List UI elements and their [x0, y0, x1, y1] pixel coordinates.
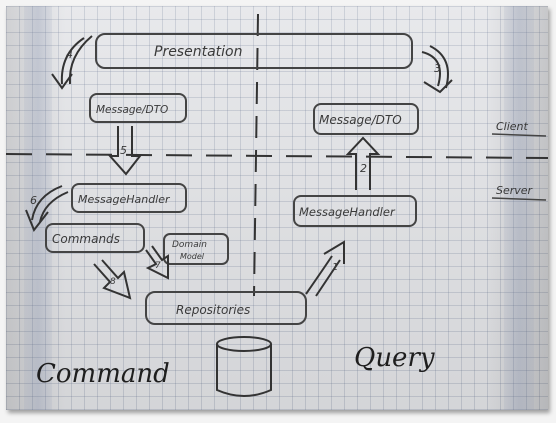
client-underline	[491, 133, 547, 137]
step-2-arrow	[345, 136, 381, 190]
step-8-arrow	[93, 259, 132, 300]
sketch-diagram: Presentation Message/DTO Message/DTO Mes…	[6, 13, 548, 397]
presentation-label: Presentation	[154, 44, 242, 60]
domain-model-label-line2: Model	[180, 252, 205, 261]
server-label: Server	[496, 184, 534, 197]
server-underline	[491, 197, 547, 201]
presentation-box: Presentation	[95, 33, 413, 69]
message-dto-right-label: Message/DTO	[319, 113, 402, 127]
message-handler-right-label: MessageHandler	[299, 205, 396, 219]
query-label: Query	[354, 343, 435, 373]
message-dto-left-label: Message/DTO	[96, 104, 168, 116]
photo-frame: Presentation Message/DTO Message/DTO Mes…	[6, 6, 548, 410]
database-cylinder	[216, 336, 272, 397]
step-7-number: 7	[155, 261, 161, 271]
step-7-arrow	[145, 245, 169, 280]
step-4-arrow	[51, 35, 93, 90]
repositories-label: Repositories	[176, 303, 250, 317]
message-handler-left-label: MessageHandler	[78, 193, 171, 206]
step-4-number: 4	[66, 48, 73, 61]
message-dto-box-right: Message/DTO	[313, 103, 419, 135]
grid-paper	[6, 6, 548, 410]
domain-model-box: Domain Model	[163, 233, 229, 265]
step-2-number: 2	[360, 162, 367, 175]
step-1-arrow	[305, 240, 345, 297]
step-6-number: 6	[30, 194, 37, 207]
step-3-number: 3	[434, 62, 441, 75]
command-label: Command	[36, 359, 170, 389]
step-1-number: 1	[332, 262, 338, 273]
step-6-arrow	[25, 185, 69, 232]
message-handler-box-right: MessageHandler	[293, 195, 417, 227]
repositories-box: Repositories	[145, 291, 307, 325]
step-5-arrow	[107, 126, 143, 176]
commands-label: Commands	[52, 232, 120, 246]
step-8-number: 8	[110, 277, 116, 287]
commands-box: Commands	[45, 223, 145, 253]
step-3-arrow	[421, 45, 453, 94]
domain-model-label-line1: Domain	[172, 240, 207, 250]
paper-shadow-right	[504, 6, 534, 410]
step-5-number: 5	[120, 144, 127, 157]
message-dto-box-left: Message/DTO	[89, 93, 187, 123]
client-label: Client	[496, 120, 529, 133]
message-handler-box-left: MessageHandler	[71, 183, 187, 213]
client-server-separator	[6, 153, 548, 159]
command-query-separator	[253, 13, 259, 297]
